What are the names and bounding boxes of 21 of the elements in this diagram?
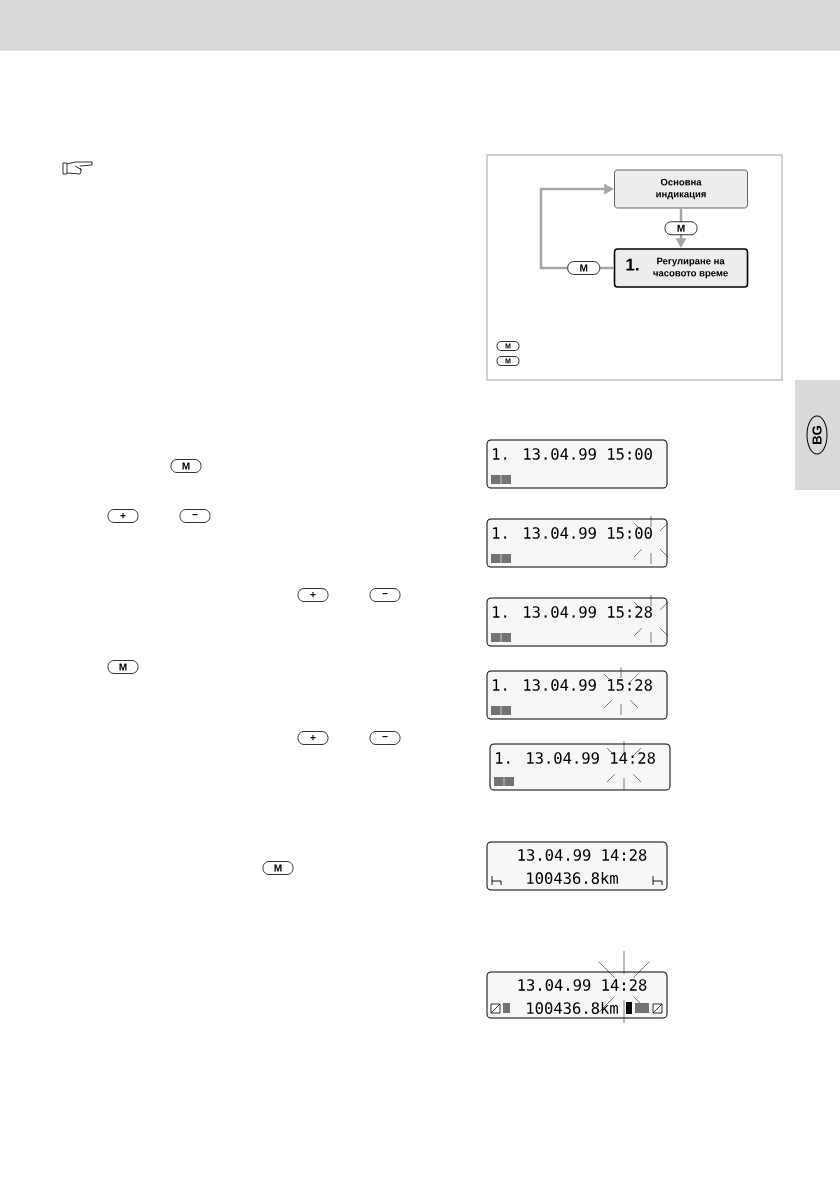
language-tab: BG — [795, 380, 840, 490]
key-button: − — [179, 509, 211, 523]
key-button: + — [297, 588, 329, 602]
key-button: M — [262, 861, 294, 875]
edge-label: M — [567, 261, 601, 275]
step-box: 1. Регулиране на часовото време — [613, 248, 749, 288]
key-button: M — [107, 660, 139, 674]
step-box: Основна индикация — [614, 169, 748, 209]
lcd-display: 1. 13.04.99 14:28 — [489, 740, 671, 791]
lcd-display: 1. 13.04.99 15:28 — [486, 594, 669, 647]
key-button: M — [170, 459, 202, 473]
key-button: + — [297, 731, 329, 745]
edge-label: M — [664, 221, 698, 236]
key-button: + — [107, 509, 139, 523]
lcd-display: 13.04.99 14:28 100436.8km — [486, 950, 668, 1024]
key-button: − — [369, 588, 401, 602]
lcd-display: 1. 13.04.99 15:00 — [486, 439, 668, 489]
lcd-display: 1. 13.04.99 15:28 — [486, 666, 668, 720]
lcd-display: 1. 13.04.99 15:00 — [486, 515, 669, 568]
key-button: − — [369, 731, 401, 745]
lcd-display: 13.04.99 14:28 100436.8km — [486, 841, 668, 891]
